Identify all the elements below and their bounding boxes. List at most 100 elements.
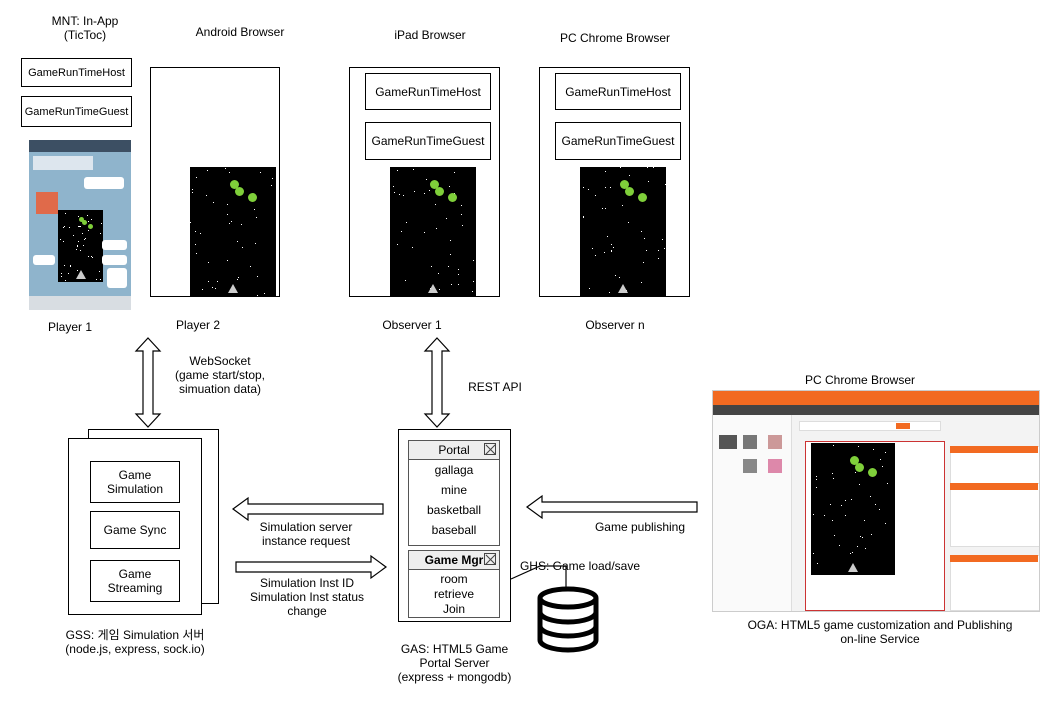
mgr-item-room[interactable]: room — [440, 572, 468, 586]
star — [879, 509, 880, 510]
star — [583, 187, 584, 188]
star — [242, 247, 243, 248]
player-ship — [228, 284, 238, 293]
ghs-label: GHS: Game load/save — [519, 559, 641, 573]
mnt-title: MNT: In-App (TicToc) — [51, 14, 119, 42]
game-simulation-module: Game Simulation — [90, 461, 180, 503]
portal-item-gallaga[interactable]: gallaga — [434, 463, 474, 477]
android-title: Android Browser — [195, 25, 285, 39]
star — [192, 189, 193, 190]
star — [858, 446, 859, 447]
asteroid — [82, 220, 87, 225]
player-ship — [76, 270, 86, 279]
star — [860, 536, 861, 537]
star — [473, 281, 474, 282]
star — [61, 276, 62, 277]
star — [461, 205, 462, 206]
star — [458, 284, 459, 285]
star — [873, 449, 874, 450]
star — [78, 226, 79, 227]
portal-panel: Portal gallaga mine basketball baseball — [408, 440, 500, 546]
star — [473, 260, 474, 261]
star — [605, 208, 606, 209]
player-ship — [618, 284, 628, 293]
star — [592, 248, 593, 249]
star — [832, 520, 833, 521]
sim-status-arrow — [235, 554, 388, 580]
mgr-item-join[interactable]: Join — [442, 602, 465, 616]
star — [436, 228, 437, 229]
star — [80, 226, 81, 227]
star — [619, 277, 620, 278]
mgr-item-retrieve[interactable]: retrieve — [433, 587, 474, 601]
asteroid — [620, 180, 629, 189]
star — [237, 279, 238, 280]
star — [241, 224, 242, 225]
star — [229, 223, 230, 224]
star — [85, 238, 86, 239]
star — [817, 563, 818, 564]
star — [583, 217, 584, 218]
star — [885, 523, 886, 524]
star — [87, 215, 88, 216]
star — [227, 204, 228, 205]
star — [662, 239, 663, 240]
star — [605, 171, 606, 172]
star — [611, 251, 612, 252]
star — [255, 243, 256, 244]
mobile-game-canvas — [58, 210, 103, 282]
star — [845, 515, 846, 516]
game-streaming-module: Game Streaming — [90, 560, 180, 602]
portal-header: Portal — [409, 441, 499, 460]
close-icon[interactable] — [484, 443, 496, 455]
star — [622, 205, 623, 206]
close-icon[interactable] — [484, 553, 496, 565]
portal-item-baseball[interactable]: baseball — [431, 523, 477, 537]
star — [450, 240, 451, 241]
star — [64, 226, 65, 227]
star — [611, 250, 612, 251]
star — [613, 247, 614, 248]
star — [227, 214, 228, 215]
asteroid — [248, 193, 257, 202]
oga-browser-title: PC Chrome Browser — [804, 373, 916, 387]
star — [871, 534, 872, 535]
star — [658, 258, 659, 259]
star — [431, 266, 432, 267]
android-game-canvas — [190, 167, 276, 296]
star — [393, 186, 394, 187]
star — [272, 178, 273, 179]
star — [65, 213, 66, 214]
pc-host-box: GameRunTimeHost — [555, 73, 681, 110]
star — [641, 282, 642, 283]
player1-label: Player 1 — [47, 320, 93, 334]
star — [397, 170, 398, 171]
star — [813, 514, 814, 515]
game-sync-module: Game Sync — [90, 511, 180, 549]
star — [583, 216, 584, 217]
portal-item-mine[interactable]: mine — [440, 483, 467, 497]
star — [88, 230, 89, 231]
star — [609, 292, 610, 293]
star — [60, 239, 61, 240]
star — [859, 484, 860, 485]
star — [403, 195, 404, 196]
star — [84, 239, 85, 240]
star — [413, 169, 414, 170]
star — [607, 236, 608, 237]
star — [208, 281, 209, 282]
gas-frame: Portal gallaga mine basketball baseball … — [398, 429, 511, 622]
gss-caption: GSS: 게임 Simulation 서버 (node.js, express,… — [65, 628, 205, 656]
portal-item-basketball[interactable]: basketball — [426, 503, 482, 517]
star — [99, 271, 100, 272]
star — [77, 245, 78, 246]
star — [629, 175, 630, 176]
star — [839, 545, 840, 546]
star — [256, 217, 257, 218]
star — [76, 249, 77, 250]
observern-label: Observer n — [585, 318, 645, 332]
star — [641, 231, 642, 232]
star — [458, 269, 459, 270]
star — [78, 216, 79, 217]
star — [602, 208, 603, 209]
